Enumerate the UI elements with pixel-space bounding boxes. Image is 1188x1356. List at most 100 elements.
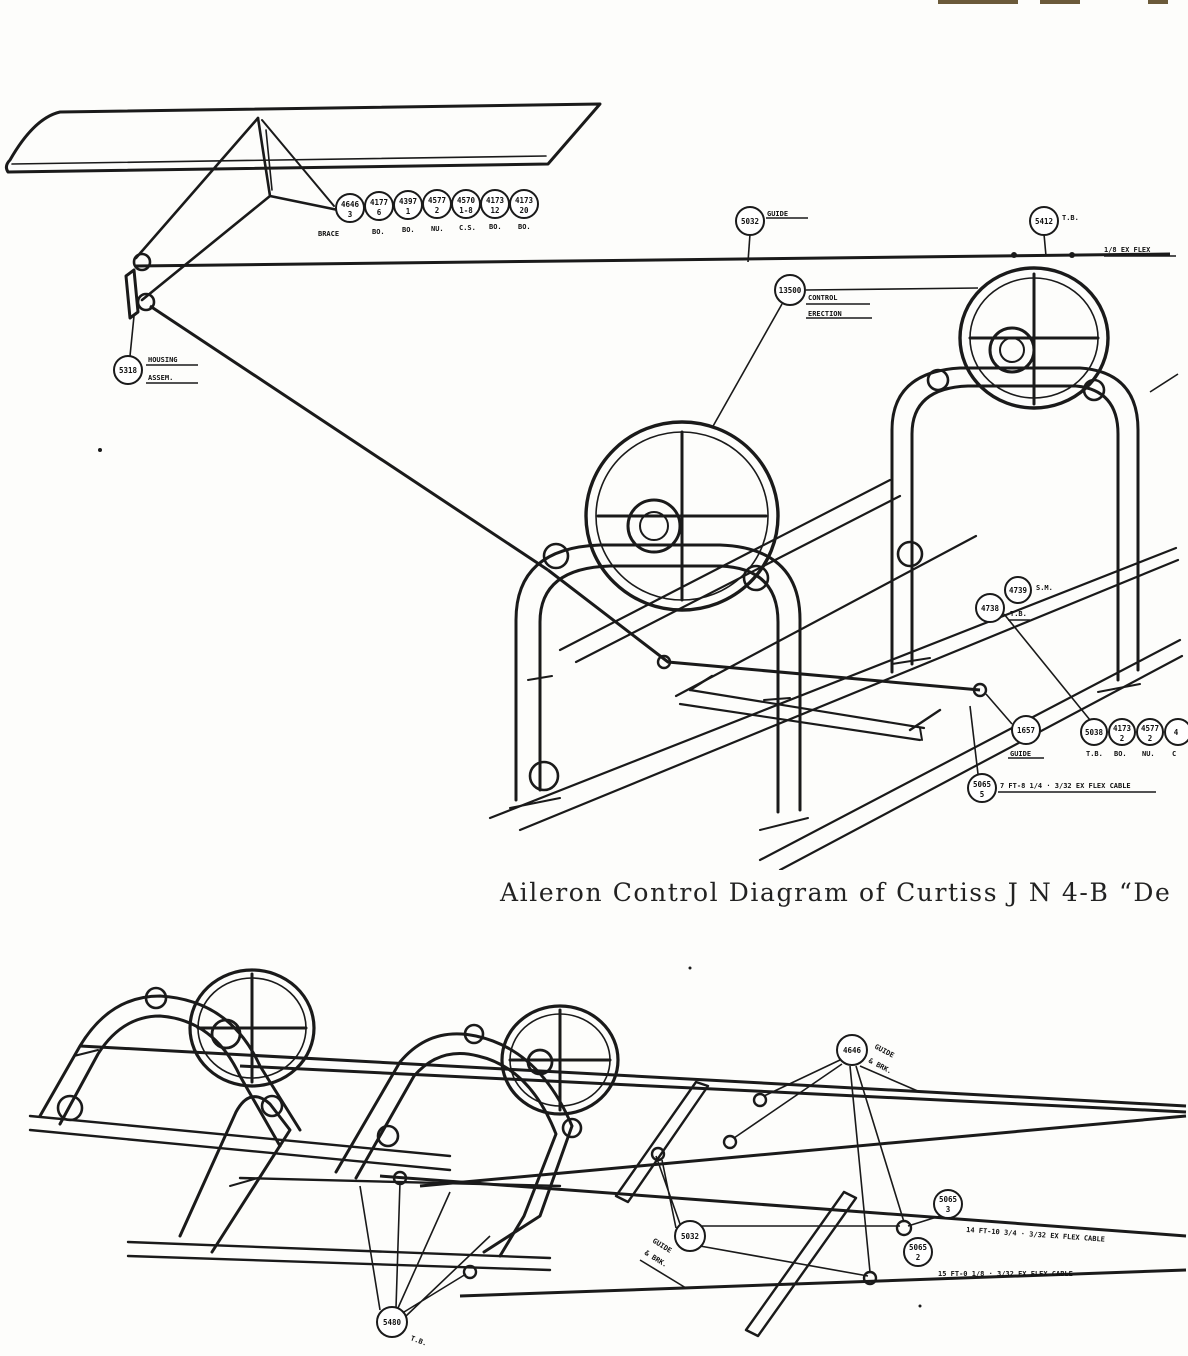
svg-text:4646: 4646 bbox=[843, 1046, 862, 1055]
svg-text:1-8: 1-8 bbox=[459, 206, 473, 215]
bottom-yoke-rear bbox=[334, 1004, 620, 1258]
svg-text:T.B.: T.B. bbox=[1010, 610, 1027, 618]
svg-text:5065: 5065 bbox=[939, 1195, 957, 1204]
svg-text:3: 3 bbox=[348, 210, 353, 219]
aileron-cable-lower bbox=[149, 304, 549, 572]
svg-text:4577: 4577 bbox=[428, 196, 446, 205]
pulley-housing bbox=[124, 252, 156, 320]
svg-text:5480: 5480 bbox=[383, 1318, 402, 1327]
svg-text:5: 5 bbox=[980, 790, 985, 799]
cable-bubble-3: 5065 3 14 FT-10 3/4 · 3/32 EX FLEX CABLE bbox=[907, 1189, 1105, 1244]
svg-text:GUIDE: GUIDE bbox=[767, 210, 788, 218]
control-wheel-front bbox=[584, 420, 780, 612]
svg-text:4738: 4738 bbox=[981, 604, 1000, 613]
svg-text:20: 20 bbox=[519, 206, 529, 215]
svg-text:4173: 4173 bbox=[1113, 724, 1132, 733]
svg-text:BO.: BO. bbox=[402, 226, 415, 234]
aileron-cable-column bbox=[547, 568, 981, 692]
scan-edge-mark bbox=[938, 0, 1018, 4]
svg-text:BRACE: BRACE bbox=[318, 230, 339, 238]
svg-text:2: 2 bbox=[1120, 734, 1125, 743]
svg-text:5412: 5412 bbox=[1035, 217, 1053, 226]
svg-text:& BRK.: & BRK. bbox=[867, 1057, 893, 1076]
svg-text:4739: 4739 bbox=[1009, 586, 1028, 595]
svg-text:13500: 13500 bbox=[779, 286, 802, 295]
svg-text:BO.: BO. bbox=[518, 223, 531, 231]
control-yoke-front bbox=[509, 542, 809, 831]
svg-text:C.S.: C.S. bbox=[459, 224, 476, 232]
svg-text:12: 12 bbox=[490, 206, 499, 215]
svg-text:S.M.: S.M. bbox=[1036, 584, 1053, 592]
floor-rails bbox=[488, 478, 1184, 870]
svg-text:2: 2 bbox=[1148, 734, 1153, 743]
svg-text:1: 1 bbox=[406, 207, 411, 216]
scan-edge-mark bbox=[1040, 0, 1080, 4]
svg-text:ERECTION: ERECTION bbox=[808, 310, 842, 318]
svg-text:C: C bbox=[1172, 750, 1176, 758]
svg-text:4577: 4577 bbox=[1141, 724, 1159, 733]
aileron-surface bbox=[4, 102, 602, 174]
tb-bubble: 5412 T.B. bbox=[1011, 206, 1079, 258]
svg-text:6: 6 bbox=[377, 208, 382, 217]
svg-text:4177: 4177 bbox=[370, 198, 388, 207]
svg-text:BO.: BO. bbox=[372, 228, 385, 236]
svg-text:5038: 5038 bbox=[1085, 728, 1104, 737]
svg-text:NU.: NU. bbox=[431, 225, 444, 233]
svg-text:15 FT-0 1/8 · 3/32 EX FLEX CAB: 15 FT-0 1/8 · 3/32 EX FLEX CABLE bbox=[938, 1270, 1073, 1278]
scan-edge-mark bbox=[1148, 0, 1168, 4]
svg-text:5032: 5032 bbox=[681, 1232, 699, 1241]
svg-text:BO.: BO. bbox=[1114, 750, 1127, 758]
svg-text:7 FT-8 1/4 · 3/32 EX FLEX CABL: 7 FT-8 1/4 · 3/32 EX FLEX CABLE bbox=[1000, 782, 1131, 790]
cable-length-bubble: 5065 5 7 FT-8 1/4 · 3/32 EX FLEX CABLE bbox=[967, 705, 1156, 803]
svg-text:5065: 5065 bbox=[973, 780, 991, 789]
svg-text:2: 2 bbox=[435, 206, 440, 215]
svg-text:4397: 4397 bbox=[399, 197, 417, 206]
diagram-caption: Aileron Control Diagram of Curtiss J N 4… bbox=[500, 878, 1172, 907]
svg-text:GUIDE: GUIDE bbox=[873, 1043, 895, 1060]
svg-text:4570: 4570 bbox=[457, 196, 476, 205]
guide-bubble: 5032 GUIDE bbox=[735, 206, 808, 263]
svg-text:4646: 4646 bbox=[341, 200, 360, 209]
svg-text:3: 3 bbox=[946, 1205, 951, 1214]
svg-text:CONTROL: CONTROL bbox=[808, 294, 838, 302]
aileron-horn bbox=[134, 116, 340, 302]
svg-text:4173: 4173 bbox=[486, 196, 505, 205]
svg-text:4173: 4173 bbox=[515, 196, 534, 205]
cable-size-label: 1/8 EX FLEX bbox=[1104, 246, 1151, 254]
aileron-cable-upper bbox=[135, 252, 1171, 268]
guide-bars bbox=[614, 1080, 858, 1338]
bottom-aileron-diagram: 4646 GUIDE & BRK. 5065 3 14 FT-10 3/4 · … bbox=[28, 966, 1187, 1348]
svg-text:1657: 1657 bbox=[1017, 726, 1035, 735]
svg-text:2: 2 bbox=[916, 1253, 921, 1262]
svg-text:T.B.: T.B. bbox=[1062, 214, 1079, 222]
svg-text:5032: 5032 bbox=[741, 217, 759, 226]
control-wheel-rear bbox=[958, 266, 1110, 410]
svg-text:T.B.: T.B. bbox=[1086, 750, 1103, 758]
tb2-bubble: 4738 T.B. bbox=[975, 593, 1091, 721]
svg-text:GUIDE: GUIDE bbox=[1010, 750, 1031, 758]
svg-text:BO.: BO. bbox=[489, 223, 502, 231]
svg-text:ASSEM.: ASSEM. bbox=[148, 374, 173, 382]
svg-text:GUIDE: GUIDE bbox=[651, 1237, 673, 1255]
bottom-yoke-front bbox=[38, 968, 316, 1254]
svg-text:4: 4 bbox=[1174, 728, 1179, 737]
housing-bubble: 5318 HOUSING ASSEM. bbox=[113, 315, 198, 385]
guide2-bubble: 1657 GUIDE bbox=[985, 693, 1044, 759]
control-erection-bubble: 13500 CONTROL ERECTION bbox=[711, 274, 979, 429]
control-yoke-rear bbox=[890, 366, 1141, 693]
sm-bubble: 4739 S.M. bbox=[1004, 576, 1053, 604]
svg-text:T.B.: T.B. bbox=[409, 1334, 428, 1347]
svg-text:HOUSING: HOUSING bbox=[148, 356, 178, 364]
svg-text:5065: 5065 bbox=[909, 1243, 927, 1252]
